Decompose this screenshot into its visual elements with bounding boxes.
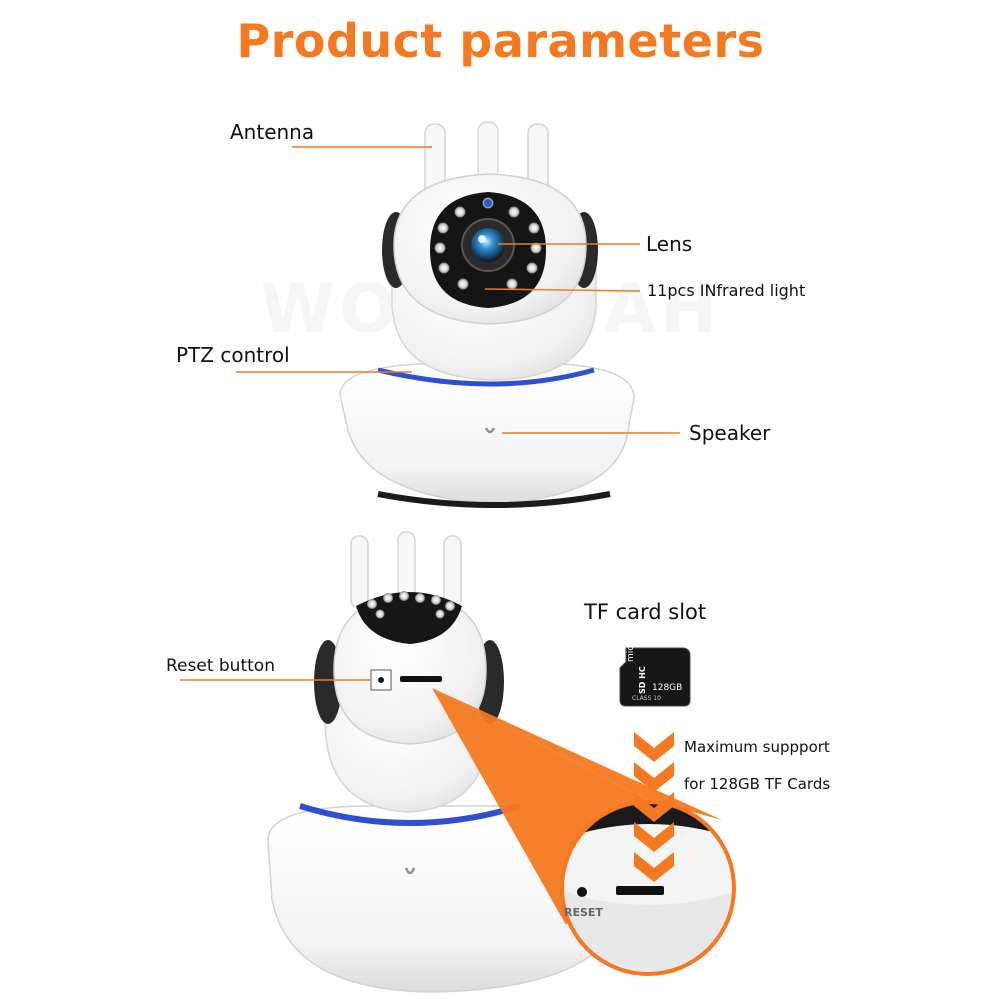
base-shadow-rim — [377, 491, 611, 508]
down-arrows — [634, 732, 674, 882]
card-brand: micro — [626, 636, 636, 662]
lens — [471, 228, 505, 262]
card-capacity: 128GB — [652, 683, 683, 693]
reset-hole — [378, 677, 384, 683]
label-antenna: Antenna — [230, 120, 315, 144]
label-max-support-2: for 128GB TF Cards — [684, 775, 831, 793]
label-infrared: 11pcs INfrared light — [647, 281, 806, 300]
card-class: CLASS 10 — [632, 695, 661, 702]
zoom-reset-text: RESET — [564, 906, 603, 919]
label-lens: Lens — [646, 232, 693, 256]
card-sd-mark: SD HC — [638, 666, 647, 694]
zoom-reset-hole — [577, 887, 587, 897]
zoom-detail — [562, 802, 734, 974]
speaker-hole — [484, 427, 496, 434]
camera-base — [339, 363, 635, 505]
microsd-card — [619, 647, 691, 707]
label-tf-slot: TF card slot — [584, 600, 707, 624]
ptz-ring — [377, 367, 595, 387]
back-ptz-ring — [299, 803, 521, 826]
zoom-tf-slot — [616, 886, 664, 895]
leader-lines-top — [236, 146, 680, 434]
label-speaker: Speaker — [689, 421, 771, 445]
zoom-circle — [560, 800, 736, 976]
label-ptz: PTZ control — [176, 343, 290, 367]
tf-slot — [400, 676, 442, 682]
back-antenna-right — [443, 535, 462, 609]
label-reset: Reset button — [166, 656, 275, 676]
page-title: Product parameters — [236, 14, 765, 68]
label-max-support-1: Maximum suppport — [684, 738, 830, 756]
back-antenna-left — [350, 535, 369, 609]
front-camera — [339, 121, 635, 508]
